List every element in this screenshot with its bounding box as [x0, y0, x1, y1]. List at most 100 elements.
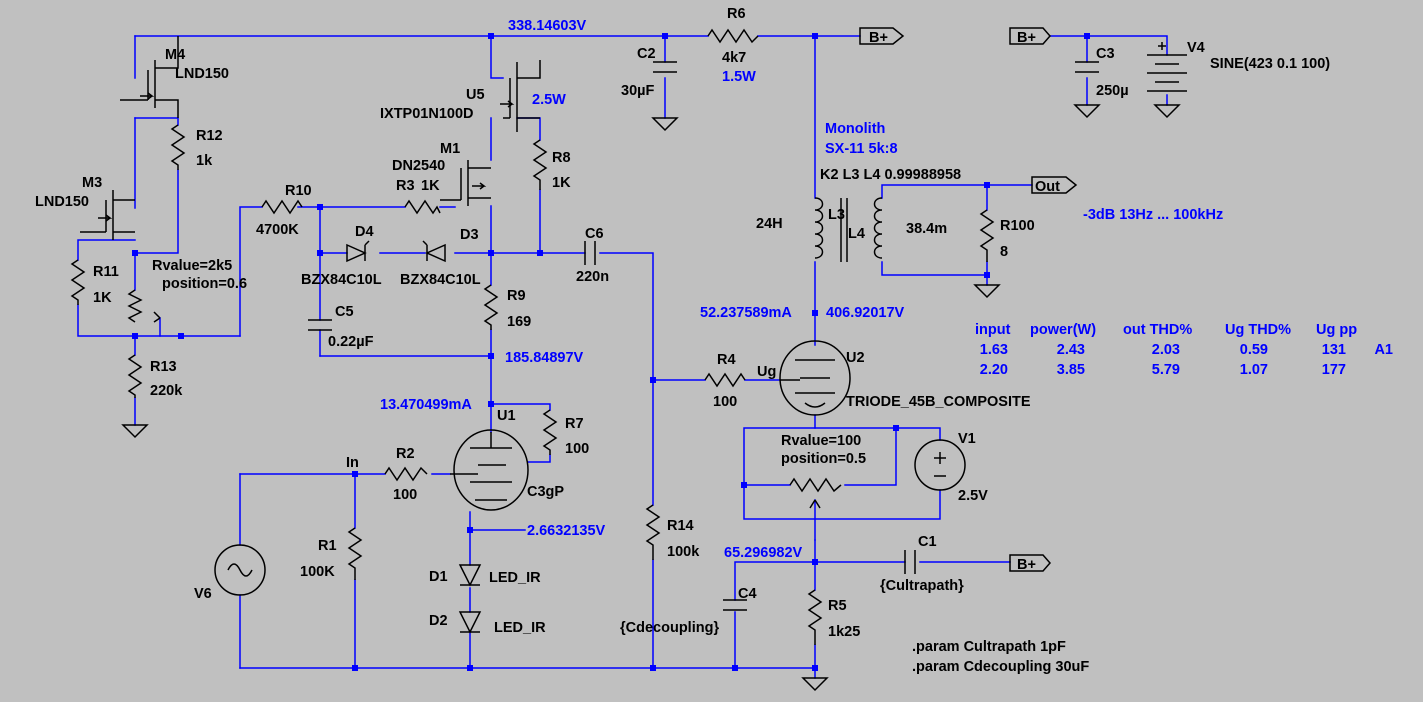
r9-symbol [483, 284, 499, 330]
c1-symbol [904, 550, 916, 574]
v1-ref: V1 [958, 431, 976, 447]
net-labels: 338.14603V 185.84897V 13.470499mA 2.6632… [346, 18, 1060, 573]
ground-r13 [121, 424, 149, 439]
u5-power: 2.5W [532, 92, 566, 108]
bplus-flag-top [859, 27, 905, 45]
c2-value: 30µF [621, 83, 654, 99]
table-cell: 3.85 [1057, 362, 1085, 378]
bplus-label-right: B+ [1017, 30, 1036, 46]
bplus-flag-bottom [1009, 554, 1051, 572]
r2-ref: R2 [396, 446, 415, 462]
u5-ref: U5 [466, 87, 485, 103]
top-voltage: 338.14603V [508, 18, 587, 34]
triode-symbols [450, 340, 851, 511]
d2-ref: D2 [429, 613, 448, 629]
c4-value: {Cdecoupling} [620, 620, 719, 636]
l3-symbol [814, 197, 824, 259]
d3-ref: D3 [460, 227, 479, 243]
r3-symbol [404, 199, 441, 215]
r7-ref: R7 [565, 416, 584, 432]
r12-value: 1k [196, 153, 213, 169]
r100-ref: R100 [1000, 218, 1035, 234]
c5-symbol [308, 319, 332, 331]
table-header: out THD% [1123, 322, 1192, 338]
table-cell: 2.43 [1057, 342, 1085, 358]
mosfet-symbols [80, 36, 541, 240]
r13-ref: R13 [150, 359, 177, 375]
l4-symbol [873, 197, 883, 259]
ground-r100 [973, 284, 1001, 299]
d3-value: BZX84C10L [400, 272, 481, 288]
v1-value: 2.5V [958, 488, 988, 504]
m4-ref: M4 [165, 47, 185, 63]
c5-ref: C5 [335, 304, 354, 320]
l4-value: 38.4m [906, 221, 947, 237]
r1-value: 100K [300, 564, 335, 580]
r1-ref: R1 [318, 538, 337, 554]
bias-voltage: 65.296982V [724, 545, 803, 561]
table-header: Ug pp [1316, 322, 1357, 338]
r12-ref: R12 [196, 128, 223, 144]
r9-value: 169 [507, 314, 531, 330]
v6-ref: V6 [194, 586, 212, 602]
d1-ref: D1 [429, 569, 448, 585]
r1-symbol [347, 527, 363, 580]
r13-symbol [127, 354, 143, 398]
c6-value: 220n [576, 269, 609, 285]
r4-ref: R4 [717, 352, 736, 368]
d2-symbol [458, 611, 482, 634]
r12-symbol [170, 124, 186, 170]
r3-ref: R3 [396, 178, 415, 194]
r6-ref: R6 [727, 6, 746, 22]
pot2-position: position=0.5 [781, 451, 866, 467]
r100-value: 8 [1000, 244, 1008, 260]
r4-value: 100 [713, 394, 737, 410]
u2-electrodes [795, 359, 835, 394]
r2-symbol [384, 466, 428, 482]
table-cell: 177 [1322, 362, 1346, 378]
directive-cultrapath: .param Cultrapath 1pF [912, 639, 1066, 655]
l4-ref: L4 [848, 226, 865, 242]
plate-voltage: 406.92017V [826, 305, 905, 321]
d4-value: BZX84C10L [301, 272, 382, 288]
source-symbols [214, 42, 1187, 596]
c5-value: 0.22µF [328, 334, 374, 350]
response-note: -3dB 13Hz ... 100kHz [1083, 207, 1223, 223]
r8-value: 1K [552, 175, 571, 191]
r14-ref: R14 [667, 518, 694, 534]
u2-ref: U2 [846, 350, 865, 366]
pot1-rvalue: Rvalue=2k5 [152, 258, 232, 274]
u1-ref: U1 [497, 408, 516, 424]
r5-ref: R5 [828, 598, 847, 614]
junctions [132, 33, 1090, 671]
r6-value: 4k7 [722, 50, 746, 66]
r13-value: 220k [150, 383, 183, 399]
d1-value: LED_IR [489, 570, 541, 586]
table-header: power(W) [1030, 322, 1096, 338]
directive-cdecoupling: .param Cdecoupling 30uF [912, 659, 1089, 675]
out-flag [1031, 176, 1078, 194]
u5-symbol [503, 60, 541, 132]
d4-symbol [346, 240, 370, 263]
d3-symbol [422, 240, 446, 263]
pot2-wiper [809, 499, 821, 509]
pot1-symbol [127, 289, 143, 323]
m4-value: LND150 [175, 66, 229, 82]
transformer-coupling: K2 L3 L4 0.99988958 [820, 167, 961, 183]
r8-ref: R8 [552, 150, 571, 166]
v6-symbol [214, 544, 266, 596]
ground-main [801, 677, 829, 692]
c2-ref: C2 [637, 46, 656, 62]
wires [77, 35, 1168, 679]
table-cell: 1.07 [1240, 362, 1268, 378]
cathode-voltage: 2.6632135V [527, 523, 606, 539]
r7-value: 100 [565, 441, 589, 457]
m1-symbol [440, 160, 491, 206]
v4-symbol [1147, 54, 1187, 92]
bplus-flag-right [1009, 27, 1051, 45]
u2-envelope [779, 340, 851, 416]
table-cell: 2.03 [1152, 342, 1180, 358]
transformer-model: SX-11 5k:8 [825, 141, 898, 157]
table-cell: 5.79 [1152, 362, 1180, 378]
